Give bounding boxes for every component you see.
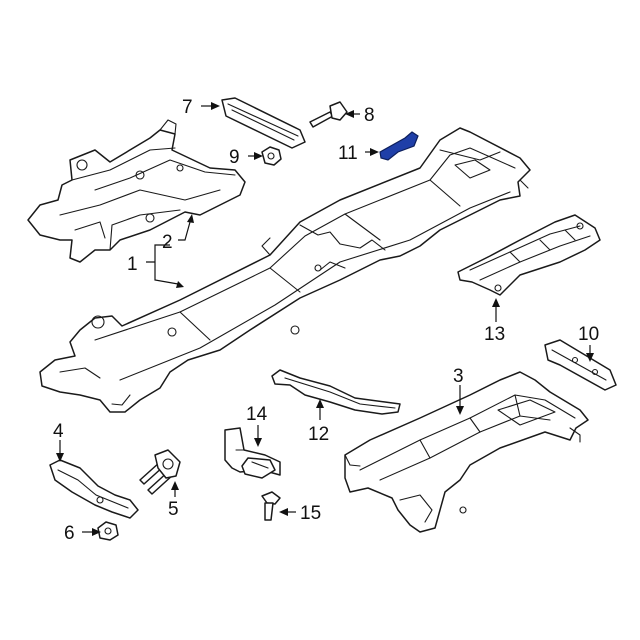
callout-13: 13 [484, 324, 505, 345]
crossmember-bracket-part[interactable] [271, 369, 401, 415]
lower-bracket-part[interactable] [49, 459, 139, 519]
front-subframe-part[interactable] [27, 119, 246, 263]
nut-9-part[interactable] [261, 146, 282, 166]
highlighted-bracket-part[interactable] [379, 131, 419, 161]
rear-frame-part[interactable] [344, 371, 589, 533]
side-bracket-part[interactable] [544, 339, 617, 391]
callout-5: 5 [168, 499, 179, 520]
callout-7: 7 [182, 97, 193, 118]
callout-2: 2 [162, 232, 173, 253]
callout-14: 14 [246, 404, 268, 425]
shackle-bracket-part[interactable] [224, 427, 281, 479]
callout-15: 15 [300, 503, 321, 524]
nut-6-part[interactable] [97, 521, 119, 541]
stud-pair-part[interactable] [139, 449, 181, 495]
skid-plate-part[interactable] [457, 214, 601, 296]
callout-12: 12 [308, 424, 329, 445]
callout-11: 11 [338, 143, 358, 164]
callout-8: 8 [364, 105, 375, 126]
callout-1: 1 [127, 254, 138, 275]
callout-3: 3 [453, 366, 464, 387]
callout-9: 9 [229, 147, 240, 168]
bolt-8-part[interactable] [309, 101, 348, 128]
callout-labels: 1 2 3 4 5 6 7 8 9 10 11 12 13 14 15 [53, 97, 599, 544]
main-frame-part[interactable] [39, 127, 531, 413]
callout-10: 10 [578, 324, 599, 345]
leader-lines [56, 102, 594, 536]
bolt-15-part[interactable] [261, 491, 281, 521]
upper-bracket-part[interactable] [221, 97, 306, 149]
callout-6: 6 [64, 523, 75, 544]
callout-4: 4 [53, 421, 64, 442]
